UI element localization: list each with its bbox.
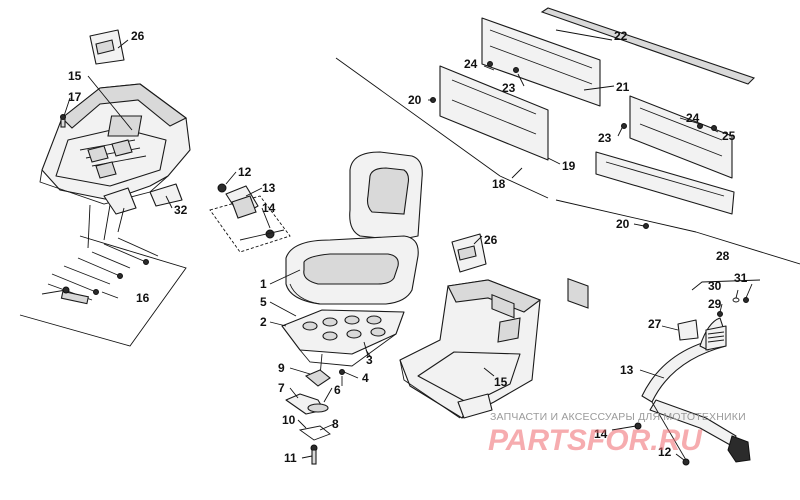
latch-assembly (285, 353, 345, 465)
callout-22: 22 (614, 29, 628, 43)
callout-14-top: 14 (262, 201, 276, 215)
callout-12-top: 12 (238, 165, 252, 179)
callout-20-bottom: 20 (616, 217, 630, 231)
seat-base-2 (281, 309, 405, 367)
callout-26-left: 26 (131, 29, 145, 43)
tool-kit-16 (41, 204, 159, 305)
watermark: ЗАПЧАСТИ И АКСЕССУАРЫ ДЛЯ МОТОТЕХНИКИ PA… (488, 411, 746, 457)
callout-7: 7 (278, 381, 285, 395)
callout-32: 32 (174, 203, 188, 217)
callout-15-right: 15 (494, 375, 508, 389)
storage-bin-right (399, 279, 542, 419)
callout-3: 3 (366, 353, 373, 367)
callout-25: 25 (722, 129, 736, 143)
storage-bin-left (39, 83, 191, 215)
callout-26-right: 26 (484, 233, 498, 247)
callout-9: 9 (278, 361, 285, 375)
callout-19: 19 (562, 159, 576, 173)
callout-14-belt: 14 (594, 427, 608, 441)
screw-17 (60, 114, 66, 128)
watermark-tagline: ЗАПЧАСТИ И АКСЕССУАРЫ ДЛЯ МОТОТЕХНИКИ (490, 411, 746, 423)
callout-11: 11 (284, 451, 297, 465)
callout-12-belt: 12 (658, 445, 672, 459)
callout-31: 31 (734, 271, 748, 285)
rear-panel-group (335, 7, 800, 319)
callout-13-belt: 13 (620, 363, 634, 377)
callout-28: 28 (716, 249, 730, 263)
leader-lines (63, 29, 753, 461)
callout-23-left: 23 (502, 81, 516, 95)
callout-20-top: 20 (408, 93, 422, 107)
callout-8: 8 (332, 417, 339, 431)
watermark-logo: PARTSFOR.RU (488, 424, 703, 457)
callout-17: 17 (68, 90, 82, 104)
callout-29: 29 (708, 297, 722, 311)
callout-10: 10 (282, 413, 296, 427)
callout-2: 2 (260, 315, 267, 329)
callout-numbers: 26 15 17 32 16 12 13 14 1 5 2 3 4 9 7 6 … (68, 29, 748, 465)
callout-15-left: 15 (68, 69, 82, 83)
lid-26-left (89, 29, 125, 65)
callout-4: 4 (362, 371, 369, 385)
callout-6: 6 (334, 383, 341, 397)
seat-1 (285, 151, 423, 305)
callout-18: 18 (492, 177, 506, 191)
lid-26-right (451, 233, 487, 273)
callout-23-right: 23 (598, 131, 612, 145)
callout-24-left: 24 (464, 57, 478, 71)
callout-21: 21 (616, 80, 630, 94)
callout-1: 1 (260, 277, 267, 291)
callout-16: 16 (136, 291, 150, 305)
seat-belt (634, 279, 761, 466)
callout-5: 5 (260, 295, 267, 309)
callout-30: 30 (708, 279, 722, 293)
callout-27: 27 (648, 317, 662, 331)
bracket-32 (149, 183, 183, 207)
callout-24-right: 24 (686, 111, 700, 125)
callout-13-top: 13 (262, 181, 276, 195)
